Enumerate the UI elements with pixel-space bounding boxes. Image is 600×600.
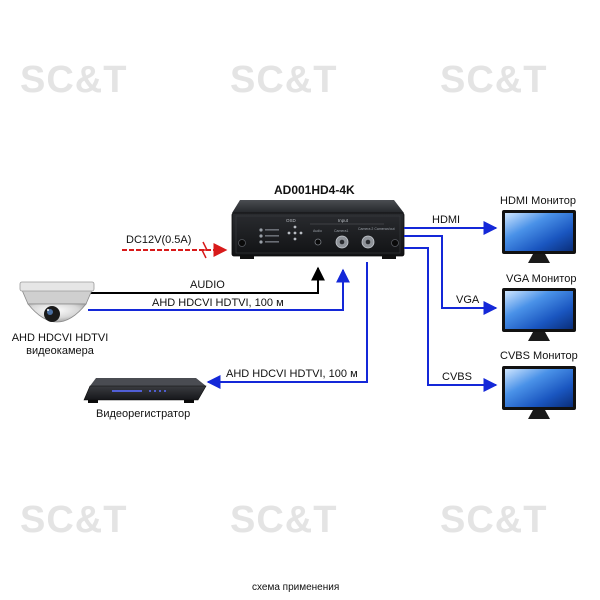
device-title: AD001HD4-4K — [274, 183, 355, 197]
dvr-image — [83, 378, 207, 403]
hdmi-monitor-label: HDMI Монитор — [500, 195, 576, 207]
watermark-text: SC&T — [440, 499, 547, 541]
watermarks: SC&T SC&T SC&T SC&T SC&T SC&T — [20, 59, 547, 541]
power-connection — [122, 241, 228, 259]
osd-panel-label: OSD — [286, 218, 297, 223]
hdmi-monitor-image — [502, 210, 576, 263]
audio-port-label: Audio — [313, 229, 322, 233]
audio-connection — [88, 266, 325, 294]
camera1-port-label: Camera1 — [334, 229, 348, 233]
watermark-text: SC&T — [230, 499, 337, 541]
input-panel-label: Input — [338, 218, 349, 223]
diagram-caption: схема применения — [252, 582, 340, 593]
audio-label: AUDIO — [190, 279, 225, 291]
dvr-output-connection — [206, 262, 368, 389]
hdmi-label: HDMI — [432, 214, 461, 226]
camera-input-label: AHD HDCVI HDTVI, 100 м — [152, 297, 284, 309]
cvbs-monitor-image — [502, 366, 576, 419]
vga-connection — [404, 235, 498, 315]
camera-input-connection — [88, 268, 350, 311]
dome-camera-image — [19, 281, 95, 323]
vga-monitor-image — [502, 288, 576, 341]
cvbs-monitor-label: CVBS Монитор — [500, 350, 578, 362]
watermark-text: SC&T — [440, 59, 547, 101]
vga-label: VGA — [456, 294, 480, 306]
dvr-output-label: AHD HDCVI HDTVI, 100 м — [226, 368, 358, 380]
vga-monitor-label: VGA Монитор — [506, 273, 577, 285]
cvbs-connection — [404, 247, 498, 392]
camera-label: AHD HDCVI HDTVI видеокамера — [11, 332, 109, 357]
power-bolt-icon — [200, 241, 209, 259]
dvr-label: Видеорегистратор — [96, 408, 191, 420]
cvbs-label: CVBS — [442, 371, 472, 383]
watermark-text: SC&T — [20, 59, 127, 101]
camera2-port-label: Camera 2 Cameran/out — [358, 227, 395, 231]
power-label: DC12V(0.5A) — [126, 234, 192, 246]
watermark-text: SC&T — [230, 59, 337, 101]
converter-device: OSD Input Audio Camera1 Camera 2 Cameran… — [231, 200, 405, 259]
watermark-text: SC&T — [20, 499, 127, 541]
